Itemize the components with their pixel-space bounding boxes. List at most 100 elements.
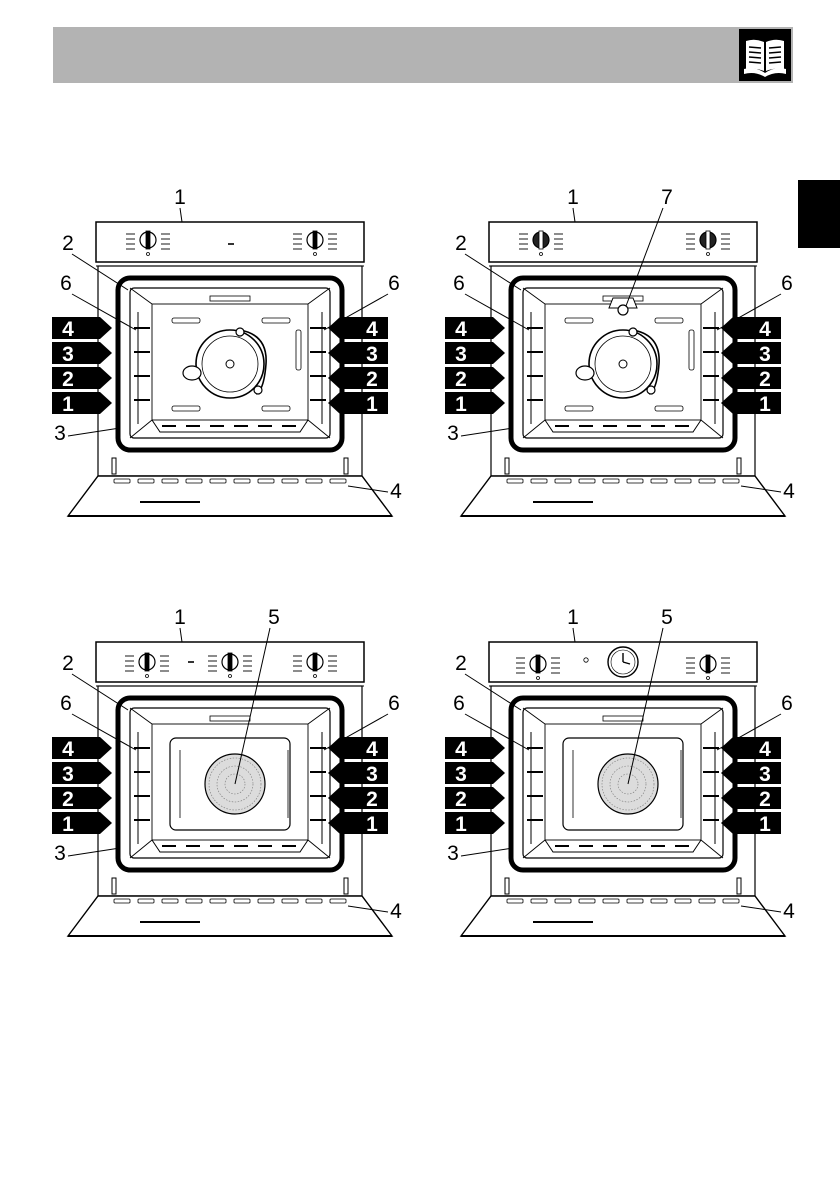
leader-line bbox=[573, 628, 575, 642]
shelf-level-marker bbox=[52, 342, 112, 364]
callout-lamp: 2 bbox=[62, 232, 74, 255]
shelf-level-number: 1 bbox=[759, 393, 771, 416]
callout-control-panel: 1 bbox=[567, 606, 579, 629]
shelf-level-marker bbox=[328, 737, 388, 759]
shelf-level-number: 2 bbox=[455, 368, 467, 391]
callout-side-runners-left: 6 bbox=[453, 272, 465, 295]
oven-door bbox=[461, 476, 785, 516]
shelf-level-number: 4 bbox=[759, 318, 771, 341]
callout-side-runners-right: 6 bbox=[388, 692, 400, 715]
oven-group: 126634744332211 bbox=[445, 186, 795, 516]
shelf-level-marker bbox=[445, 317, 505, 339]
door-hinge bbox=[505, 458, 509, 474]
callout-control-panel: 1 bbox=[174, 186, 186, 209]
callout-lamp: 2 bbox=[455, 652, 467, 675]
door-hinge bbox=[737, 458, 741, 474]
shelf-level-marker bbox=[445, 812, 505, 834]
shelf-level-number: 3 bbox=[455, 343, 467, 366]
oven-door bbox=[68, 476, 392, 516]
callout-lamp: 2 bbox=[62, 652, 74, 675]
shelf-level-marker bbox=[721, 812, 781, 834]
knob-grip bbox=[539, 231, 543, 249]
callout-gasket: 3 bbox=[447, 842, 459, 865]
control-panel bbox=[96, 222, 364, 262]
shelf-level-marker bbox=[52, 317, 112, 339]
shelf-level-number: 3 bbox=[759, 343, 771, 366]
callout-side-runners-left: 6 bbox=[60, 692, 72, 715]
shelf-level-number: 3 bbox=[62, 343, 74, 366]
control-panel bbox=[489, 222, 757, 262]
door-hinge bbox=[505, 878, 509, 894]
leader-line bbox=[180, 208, 182, 222]
door-hinge bbox=[112, 458, 116, 474]
callout-control-panel: 1 bbox=[567, 186, 579, 209]
shelf-level-marker bbox=[328, 342, 388, 364]
callout-side-runners-right: 6 bbox=[781, 692, 793, 715]
callout-control-panel: 1 bbox=[174, 606, 186, 629]
shelf-level-number: 1 bbox=[366, 813, 378, 836]
shelf-level-marker bbox=[328, 787, 388, 809]
knob-grip bbox=[536, 655, 540, 673]
shelf-level-number: 4 bbox=[455, 318, 467, 341]
oven-diagram-top-right: 126634744332211 bbox=[423, 180, 803, 550]
callout-door: 4 bbox=[783, 900, 795, 923]
shelf-level-marker bbox=[52, 762, 112, 784]
shelf-level-marker bbox=[721, 762, 781, 784]
shelf-level-number: 1 bbox=[62, 813, 74, 836]
fan-screw bbox=[236, 328, 244, 336]
oven-door bbox=[461, 896, 785, 936]
shelf-level-number: 3 bbox=[366, 763, 378, 786]
shelf-level-number: 2 bbox=[62, 368, 74, 391]
callout-side-runners-left: 6 bbox=[60, 272, 72, 295]
shelf-level-number: 2 bbox=[455, 788, 467, 811]
door-hinge bbox=[344, 878, 348, 894]
door-hinge bbox=[112, 878, 116, 894]
shelf-level-number: 4 bbox=[366, 738, 378, 761]
header-bar bbox=[53, 27, 793, 83]
shelf-level-marker bbox=[445, 787, 505, 809]
shelf-level-marker bbox=[721, 367, 781, 389]
shelf-level-number: 4 bbox=[366, 318, 378, 341]
oven-svg: 126634744332211 bbox=[423, 180, 803, 550]
shelf-level-marker bbox=[721, 737, 781, 759]
callout-gasket: 3 bbox=[447, 422, 459, 445]
callout-door: 4 bbox=[390, 480, 402, 503]
shelf-level-marker bbox=[721, 317, 781, 339]
oven-group: 126634544332211 bbox=[445, 606, 795, 936]
oven-diagram-bottom-right: 126634544332211 bbox=[423, 600, 803, 970]
oven-group: 12663444332211 bbox=[52, 186, 402, 516]
shelf-level-number: 4 bbox=[455, 738, 467, 761]
oven-door bbox=[68, 896, 392, 936]
door-hinge bbox=[344, 458, 348, 474]
shelf-level-number: 1 bbox=[455, 813, 467, 836]
shelf-level-marker bbox=[445, 737, 505, 759]
shelf-level-number: 3 bbox=[455, 763, 467, 786]
shelf-level-number: 1 bbox=[366, 393, 378, 416]
shelf-level-marker bbox=[445, 762, 505, 784]
shelf-level-number: 2 bbox=[366, 368, 378, 391]
callout-side-runners-right: 6 bbox=[781, 272, 793, 295]
callout-side-runners-left: 6 bbox=[453, 692, 465, 715]
callout-lamp: 2 bbox=[455, 232, 467, 255]
knob-grip bbox=[145, 653, 149, 671]
shelf-level-number: 2 bbox=[62, 788, 74, 811]
shelf-level-number: 3 bbox=[62, 763, 74, 786]
leader-line bbox=[573, 208, 575, 222]
callout-fan: 5 bbox=[268, 606, 280, 629]
shelf-level-marker bbox=[445, 367, 505, 389]
shelf-level-number: 4 bbox=[759, 738, 771, 761]
leader-line bbox=[180, 628, 182, 642]
oven-lamp bbox=[576, 366, 594, 380]
shelf-level-number: 4 bbox=[62, 318, 74, 341]
shelf-level-marker bbox=[445, 342, 505, 364]
shelf-level-number: 3 bbox=[366, 343, 378, 366]
door-hinge bbox=[737, 878, 741, 894]
shelf-level-marker bbox=[328, 367, 388, 389]
shelf-level-marker bbox=[52, 367, 112, 389]
shelf-level-number: 2 bbox=[759, 368, 771, 391]
shelf-level-marker bbox=[52, 812, 112, 834]
shelf-level-number: 2 bbox=[759, 788, 771, 811]
knob-grip bbox=[313, 231, 317, 249]
shelf-level-number: 1 bbox=[759, 813, 771, 836]
